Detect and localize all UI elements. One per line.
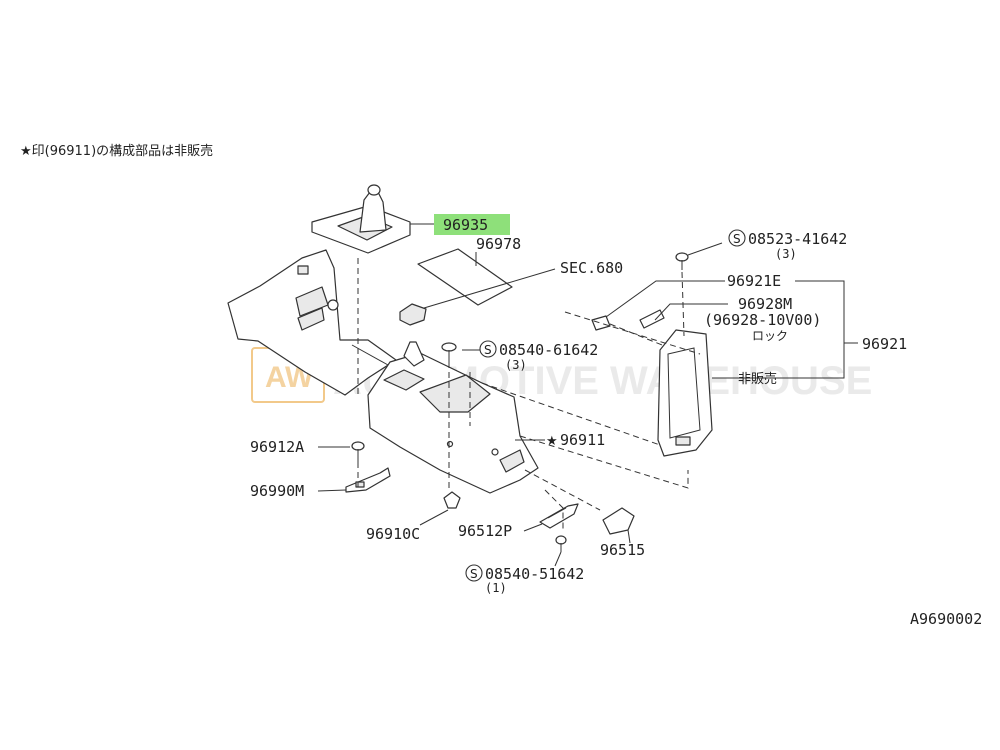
label-96921[interactable]: 96921 xyxy=(862,335,907,353)
label-08523-qty: (3) xyxy=(775,247,797,261)
label-96928M[interactable]: 96928M xyxy=(738,295,792,313)
star-96911: ★ xyxy=(546,434,558,449)
s-mark-08523 xyxy=(728,229,746,247)
label-08540b-qty: (1) xyxy=(485,581,507,595)
part-96978-mat xyxy=(417,248,513,306)
part-96928M-lock xyxy=(639,309,665,329)
label-08540a-qty: (3) xyxy=(505,358,527,372)
part-screw-08540-51642 xyxy=(555,535,567,552)
part-screw-08540-61642 xyxy=(441,342,457,362)
s-mark-08540a xyxy=(479,340,497,358)
part-front-console-panel xyxy=(227,249,397,396)
part-96990M-bracket xyxy=(345,467,391,493)
label-96910C[interactable]: 96910C xyxy=(366,525,420,543)
part-96515-cap xyxy=(602,507,635,535)
label-96935[interactable]: 96935 xyxy=(443,216,488,234)
label-96921E[interactable]: 96921E xyxy=(727,272,781,290)
label-08523-41642[interactable]: 08523-41642 xyxy=(748,230,847,248)
label-96912A[interactable]: 96912A xyxy=(250,438,304,456)
label-08540-51642[interactable]: 08540-51642 xyxy=(485,565,584,583)
part-96911-console-body xyxy=(367,341,539,494)
part-96512P-bracket xyxy=(539,503,579,529)
diagram-code: A9690002 xyxy=(910,610,982,628)
label-96515[interactable]: 96515 xyxy=(600,541,645,559)
label-96928-alt[interactable]: (96928-10V00) xyxy=(704,311,821,329)
label-08540-61642[interactable]: 08540-61642 xyxy=(499,341,598,359)
part-96912A-bolt xyxy=(351,441,365,462)
s-mark-08523-text: S xyxy=(733,232,741,246)
part-screw-08523-41642 xyxy=(675,252,689,270)
part-labels: 96935 96978 SEC.680 S 08523-41642 (3) 96… xyxy=(250,216,982,628)
leader-lines xyxy=(317,223,858,567)
part-96921-side-panel xyxy=(657,329,713,457)
label-96911[interactable]: 96911 xyxy=(560,431,605,449)
highlight-96935 xyxy=(434,214,510,235)
label-96512P[interactable]: 96512P xyxy=(458,522,512,540)
part-96921E-screw xyxy=(591,315,611,331)
label-not-sold: 非販売 xyxy=(738,371,777,387)
note-text: ★印(96911)の構成部品は非販売 xyxy=(20,143,213,159)
part-96910C-clip xyxy=(443,491,461,509)
label-96990M[interactable]: 96990M xyxy=(250,482,304,500)
part-96935-shift-boot xyxy=(311,184,411,254)
s-mark-08540b xyxy=(465,564,483,582)
label-96978[interactable]: 96978 xyxy=(476,235,521,253)
label-sec680[interactable]: SEC.680 xyxy=(560,259,623,277)
guide-lines xyxy=(357,258,701,530)
s-mark-08540a-text: S xyxy=(484,343,492,357)
s-mark-08540b-text: S xyxy=(470,567,478,581)
part-sec680-block xyxy=(399,303,427,326)
label-96928-lock: ロック xyxy=(752,329,788,343)
